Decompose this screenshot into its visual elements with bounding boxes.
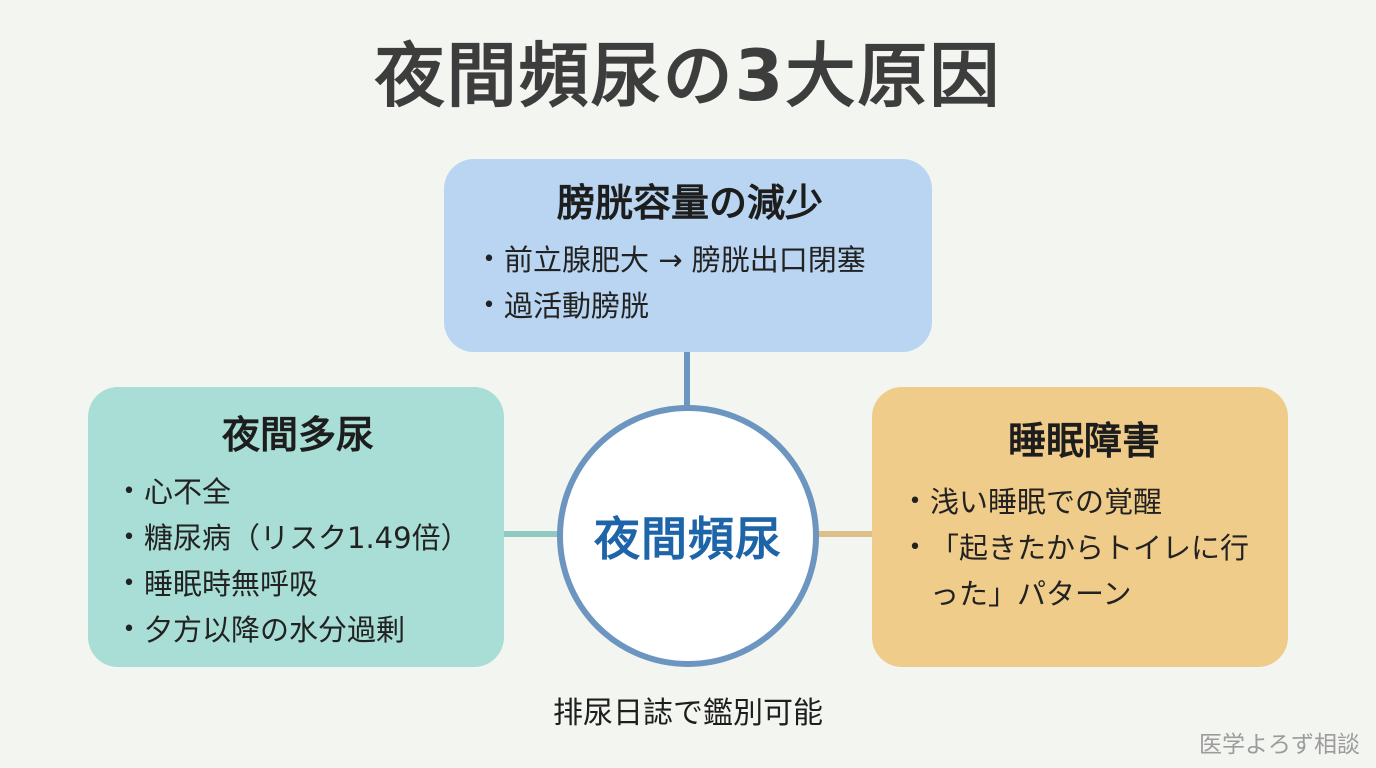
bullet-dot: • (908, 488, 922, 514)
cause-item-text: 過活動膀胱 (504, 288, 650, 323)
cause-item: • 前立腺肥大 → 膀胱出口閉塞 (478, 237, 902, 283)
bullet-dot: • (122, 478, 136, 504)
cause-item: • 心不全 (118, 469, 478, 515)
cause-item-text: 浅い睡眠での覚醒 (930, 484, 1163, 519)
connector-left (500, 531, 562, 537)
cause-item-text: 前立腺肥大 → 膀胱出口閉塞 (504, 242, 866, 277)
cause-box-nocturnal-polyuria: 夜間多尿 • 心不全 • 糖尿病（リスク1.49倍） • 睡眠時無呼吸 • 夕方… (88, 387, 504, 667)
cause-box-sleep-disorder: 睡眠障害 • 浅い睡眠での覚醒 • 「起きたからトイレに行った」パターン (872, 387, 1288, 667)
cause-item: • 睡眠時無呼吸 (118, 561, 478, 607)
bullet-dot: • (482, 246, 496, 272)
cause-item-text: 「起きたからトイレに行った」パターン (930, 530, 1250, 611)
page-title: 夜間頻尿の3大原因 (374, 35, 1002, 117)
bullet-dot: • (482, 292, 496, 318)
bullet-dot: • (122, 570, 136, 596)
bullet-dot: • (122, 524, 136, 550)
watermark: 医学よろず相談 (1199, 732, 1360, 759)
cause-title-bladder-capacity: 膀胱容量の減少 (556, 181, 823, 225)
cause-item: • 浅い睡眠での覚醒 (904, 479, 1264, 525)
footnote: 排尿日誌で鑑別可能 (553, 696, 823, 731)
connector-top (684, 350, 690, 406)
cause-list-bladder-capacity: • 前立腺肥大 → 膀胱出口閉塞 • 過活動膀胱 (478, 237, 902, 329)
cause-list-sleep-disorder: • 浅い睡眠での覚醒 • 「起きたからトイレに行った」パターン (904, 479, 1264, 617)
cause-item: • 「起きたからトイレに行った」パターン (904, 525, 1264, 617)
connector-right (814, 531, 876, 537)
bullet-dot: • (122, 616, 136, 642)
cause-title-nocturnal-polyuria: 夜間多尿 (221, 413, 374, 457)
cause-item-text: 糖尿病（リスク1.49倍） (144, 520, 470, 555)
cause-item-text: 心不全 (144, 474, 232, 509)
center-label: 夜間頻尿 (594, 512, 782, 566)
cause-title-sleep-disorder: 睡眠障害 (1007, 419, 1160, 463)
cause-item: • 夕方以降の水分過剰 (118, 607, 478, 653)
bullet-dot: • (908, 534, 922, 560)
cause-box-bladder-capacity: 膀胱容量の減少 • 前立腺肥大 → 膀胱出口閉塞 • 過活動膀胱 (444, 159, 932, 352)
cause-item: • 糖尿病（リスク1.49倍） (118, 515, 478, 561)
cause-list-nocturnal-polyuria: • 心不全 • 糖尿病（リスク1.49倍） • 睡眠時無呼吸 • 夕方以降の水分… (118, 469, 478, 653)
center-node: 夜間頻尿 (557, 405, 819, 667)
cause-item-text: 夕方以降の水分過剰 (144, 612, 406, 647)
cause-item: • 過活動膀胱 (478, 283, 902, 329)
cause-item-text: 睡眠時無呼吸 (144, 566, 319, 601)
